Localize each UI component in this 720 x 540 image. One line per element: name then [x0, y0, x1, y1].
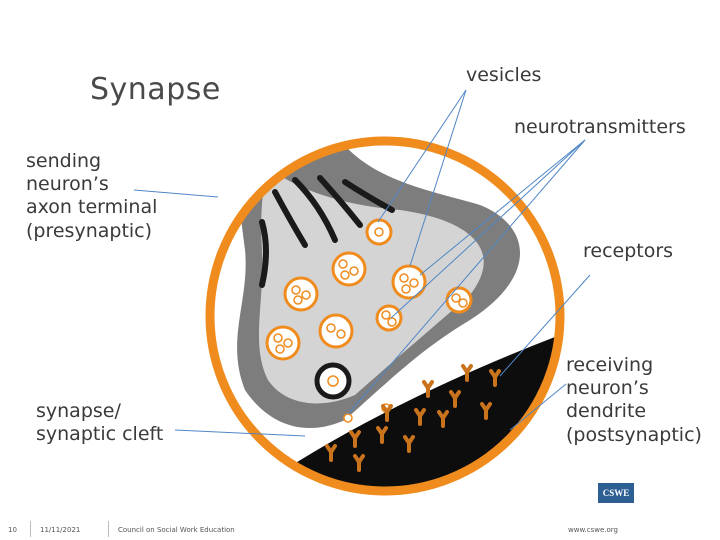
line-vesicles: [377, 89, 467, 223]
line-receptors: [499, 274, 591, 377]
label-synaptic-cleft: synapse/ synaptic cleft: [36, 400, 164, 446]
neurotransmitter-dots: [273, 227, 468, 354]
line-vesicles: [409, 89, 467, 267]
label-vesicles: vesicles: [466, 64, 542, 86]
line-receiving: [509, 383, 567, 431]
line-neurotransmitters: [390, 139, 586, 319]
vesicle: [391, 264, 427, 300]
label-sending-neuron: sending neuron’s axon terminal (presynap…: [26, 150, 158, 242]
axon-terminal-interior: [258, 168, 484, 404]
label-neurotransmitters: neurotransmitters: [514, 116, 686, 138]
vesicle: [265, 325, 301, 361]
receptors-group: [325, 364, 501, 472]
line-cleft: [174, 429, 306, 437]
vesicle: [283, 276, 319, 312]
label-lines: [133, 89, 591, 437]
vesicle: [365, 218, 393, 246]
cswe-logo: CSWE: [598, 483, 634, 503]
cytoskeleton-filaments: [259, 175, 395, 288]
footer-date: 11/11/2021: [40, 526, 81, 534]
line-sending: [133, 189, 219, 198]
footer-organization: Council on Social Work Education: [118, 526, 235, 534]
synapse-ring: [205, 136, 565, 496]
vesicle: [331, 251, 367, 287]
fusing-vesicle: [314, 362, 352, 400]
footer-url[interactable]: www.cswe.org: [568, 526, 618, 534]
footer-divider: [30, 521, 31, 537]
label-receptors: receptors: [583, 240, 674, 262]
label-receiving-neuron: receiving neuron’s dendrite (postsynapti…: [566, 354, 702, 446]
vesicle: [318, 313, 354, 349]
footer-page-number: 10: [8, 526, 17, 534]
slide-title: Synapse: [90, 72, 221, 107]
line-neurotransmitters: [347, 139, 586, 415]
footer-divider: [108, 521, 109, 537]
line-neurotransmitters: [419, 139, 586, 276]
